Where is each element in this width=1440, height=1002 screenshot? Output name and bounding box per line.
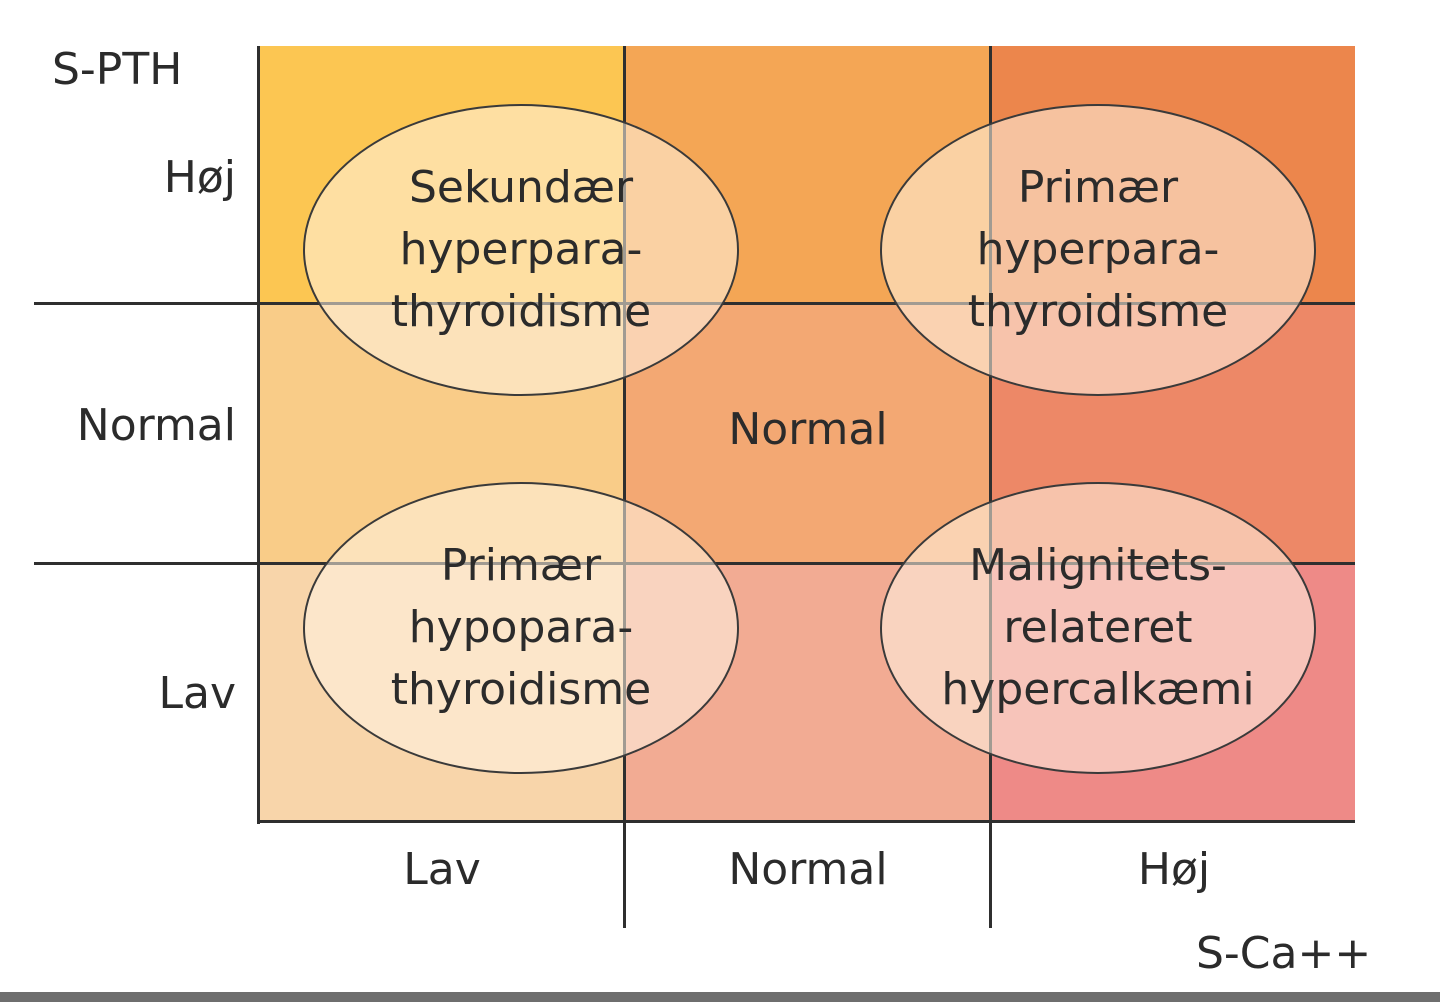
region-primary-hypoparathyroidism: Primær hypopara- thyroidisme	[303, 482, 739, 774]
x-axis-line	[257, 820, 1355, 823]
y-axis-line	[257, 46, 260, 824]
region-secondary-hyperparathyroidism: Sekundær hyperpara- thyroidisme	[303, 104, 739, 396]
y-label-normal: Normal	[76, 400, 236, 451]
region-text-line: thyroidisme	[390, 664, 652, 715]
y-label-low: Lav	[158, 668, 236, 719]
x-label-normal: Normal	[728, 844, 888, 895]
region-text-line: thyroidisme	[390, 286, 652, 337]
region-text-line: hyperpara-	[399, 224, 643, 275]
x-label-high: Høj	[1137, 844, 1211, 895]
region-text-line: Primær	[440, 540, 602, 591]
x-label-low: Lav	[403, 844, 481, 895]
region-text-line: Malignitets-	[969, 540, 1227, 591]
y-label-high: Høj	[163, 152, 236, 203]
region-text-line: hypercalkæmi	[941, 664, 1255, 715]
col-divider-left	[623, 46, 626, 928]
region-text-line: Primær	[1017, 162, 1179, 213]
region-text-line: relateret	[1003, 602, 1193, 653]
x-axis-title: S-Ca++	[1196, 928, 1372, 979]
region-normal-label: Normal	[728, 404, 888, 455]
region-primary-hyperparathyroidism: Primær hyperpara- thyroidisme	[880, 104, 1316, 396]
region-text-line: hypopara-	[408, 602, 634, 653]
region-text-line: Sekundær	[408, 162, 634, 213]
region-text-line: thyroidisme	[967, 286, 1229, 337]
col-divider-right	[989, 46, 992, 928]
y-axis-title: S-PTH	[52, 44, 183, 95]
region-malignancy-hypercalcemia: Malignitets- relateret hypercalkæmi	[880, 482, 1316, 774]
bottom-border	[0, 992, 1440, 1002]
region-text-line: hyperpara-	[976, 224, 1220, 275]
cell-normal-pth-normal-ca	[625, 304, 991, 564]
